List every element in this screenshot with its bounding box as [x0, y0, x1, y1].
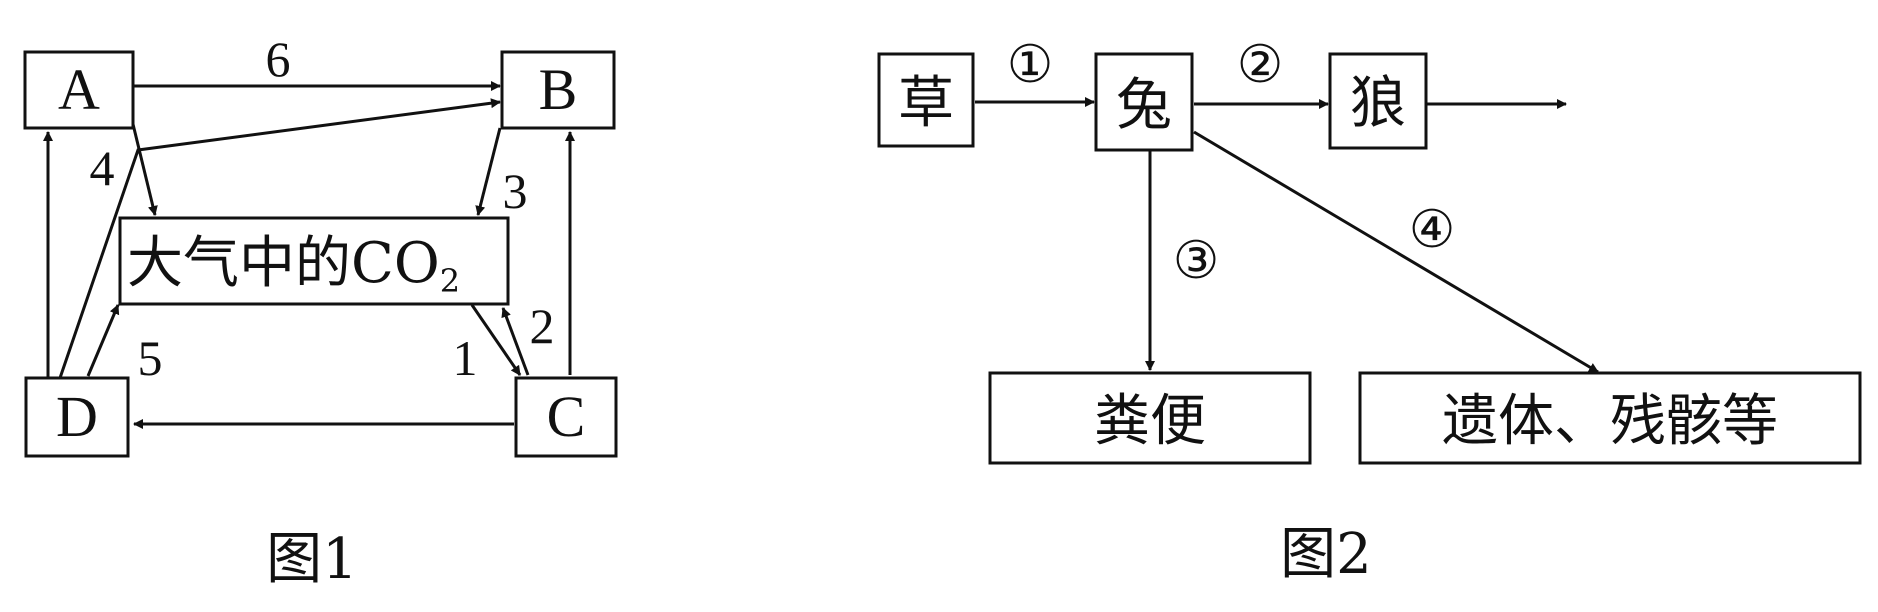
node-wolf-label: 狼	[1350, 71, 1406, 136]
arrow-b-to-co2	[475, 127, 502, 216]
node-a-box	[23, 50, 135, 130]
arrow-label-5: 5	[138, 330, 163, 386]
arrow-label-6: 6	[266, 31, 291, 87]
node-feces-box	[988, 371, 1312, 465]
figure-2: 草 兔 狼 粪便 遗体、残骸等 ① ② ③ ④ 图2	[877, 35, 1862, 587]
co2-label: 大气中的CO2	[127, 231, 460, 300]
arrow-co2-to-c	[470, 304, 522, 376]
node-d-label: D	[56, 384, 98, 449]
arrow-label-1: 1	[453, 330, 478, 386]
figure-2-caption: 图2	[1280, 522, 1372, 587]
node-wolf-box	[1328, 52, 1428, 150]
arrow-label-circled-2: ②	[1237, 35, 1284, 95]
arrow-a-to-co2	[130, 119, 158, 216]
node-b-box	[500, 50, 616, 130]
node-remains-label: 遗体、残骸等	[1442, 389, 1778, 454]
arrow-d-to-b	[58, 98, 501, 379]
node-d-box	[24, 376, 130, 458]
node-feces-label: 粪便	[1094, 389, 1206, 454]
node-c-label: C	[547, 384, 586, 449]
node-remains-box	[1358, 371, 1862, 465]
arrow-label-3: 3	[503, 163, 528, 219]
node-grass-box	[877, 52, 975, 148]
arrow-rabbit-to-remains	[1193, 130, 1599, 374]
arrow-c-to-co2	[501, 307, 530, 376]
arrow-label-4: 4	[90, 140, 115, 196]
figure-1: A B 大气中的CO2 D C 6 4 3 2 1 5 图1	[23, 31, 618, 592]
arrow-label-circled-4: ④	[1409, 200, 1456, 260]
node-rabbit-box	[1094, 52, 1194, 152]
node-b-label: B	[539, 57, 578, 122]
arrow-label-circled-1: ①	[1007, 35, 1054, 95]
arrow-label-circled-3: ③	[1173, 231, 1220, 291]
arrow-label-2: 2	[530, 298, 555, 354]
node-c-box	[514, 376, 618, 458]
node-grass-label: 草	[898, 71, 954, 136]
arrow-d-to-co2	[86, 304, 120, 377]
node-a-label: A	[58, 57, 100, 122]
node-rabbit-label: 兔	[1116, 73, 1172, 138]
figure-1-caption: 图1	[266, 527, 358, 592]
co2-box	[118, 216, 510, 306]
